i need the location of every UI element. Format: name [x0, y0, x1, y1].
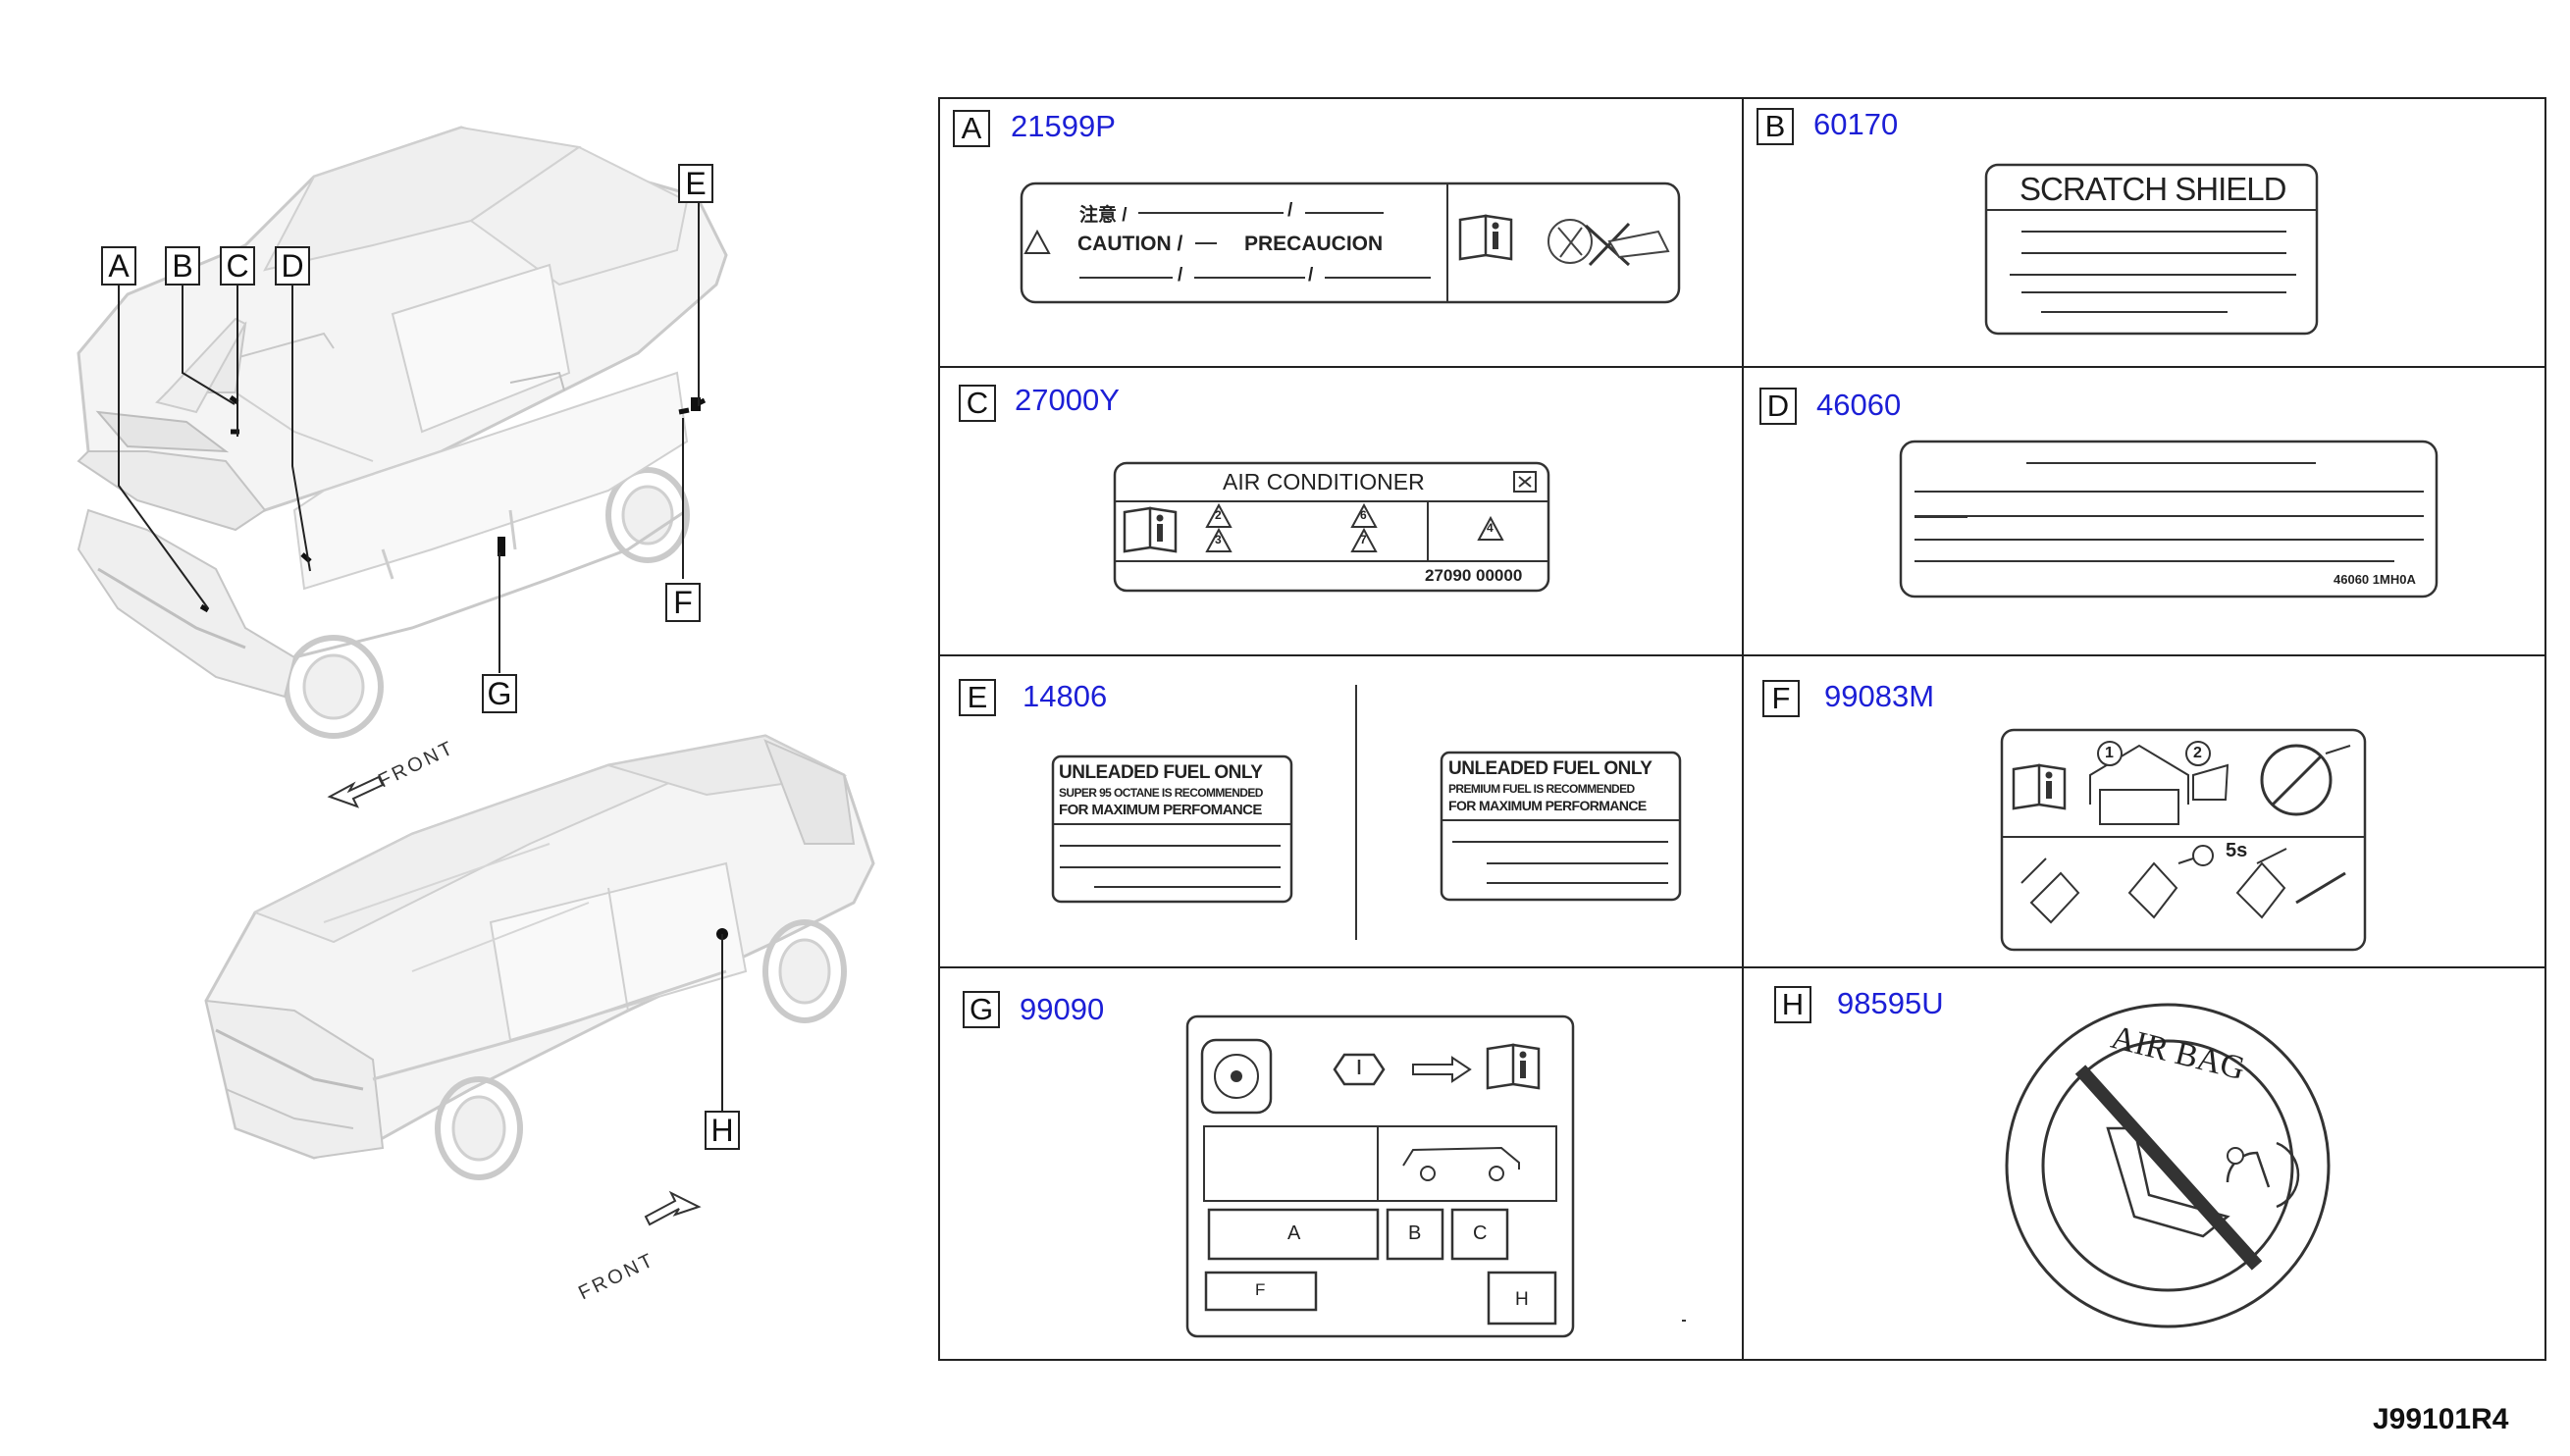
vehicle-rear-view — [204, 734, 875, 1180]
label-f-step-2: 2 — [2193, 745, 2202, 761]
label-c-title: AIR CONDITIONER — [1223, 469, 1425, 494]
label-a-text-3: CAUTION / — [1077, 233, 1183, 255]
callout-e: E — [678, 164, 713, 203]
label-c-num-7: 7 — [1360, 533, 1367, 546]
label-g-box-h: H — [1515, 1289, 1529, 1310]
label-f-step-1: 1 — [2105, 745, 2114, 761]
cell-a-part-number: 21599P — [1011, 109, 1116, 143]
callout-g: G — [482, 674, 517, 713]
label-c-num-4: 4 — [1487, 521, 1494, 535]
label-f-timer: 5s — [2226, 840, 2248, 861]
cell-a-letter: A — [953, 110, 990, 147]
label-g-box-c: C — [1473, 1222, 1488, 1244]
label-e-art — [1051, 685, 1682, 940]
cell-g-part-number: 99090 — [1020, 992, 1105, 1026]
label-c-part-code: 27090 00000 — [1425, 566, 1523, 585]
label-b-title: SCRATCH SHIELD — [2019, 171, 2286, 207]
labels-table-grid — [938, 97, 2546, 1361]
cell-b-letter: B — [1757, 108, 1794, 145]
label-e-left-line3: FOR MAXIMUM PERFOMANCE — [1059, 802, 1262, 818]
callout-c: C — [220, 246, 255, 286]
callout-f: F — [665, 583, 701, 622]
label-a-text-1: 注意 / — [1079, 205, 1128, 226]
label-c-num-2: 2 — [1215, 508, 1222, 522]
front-arrow-lower — [644, 1190, 702, 1226]
label-f-art — [2000, 728, 2367, 952]
cell-b-part-number: 60170 — [1813, 107, 1899, 141]
label-e-left-sub: SUPER 95 OCTANE IS RECOMMENDED — [1059, 786, 1263, 800]
leader-lines-front — [118, 203, 700, 673]
label-g-box-a: A — [1287, 1222, 1301, 1244]
label-e-left-title: UNLEADED FUEL ONLY — [1059, 762, 1263, 783]
label-a-text-5: / — [1178, 265, 1183, 286]
label-g-box-f: F — [1255, 1280, 1266, 1299]
label-g-box-b: B — [1408, 1222, 1422, 1244]
cell-f-letter: F — [1762, 680, 1800, 717]
cell-h-part-number: 98595U — [1837, 986, 1944, 1020]
label-e-right-title: UNLEADED FUEL ONLY — [1448, 758, 1652, 779]
cell-c-letter: C — [959, 385, 996, 422]
cell-g-letter: G — [963, 991, 1000, 1028]
label-g-art — [1185, 1014, 1686, 1338]
cell-e-letter: E — [959, 679, 996, 716]
label-b-art — [1984, 163, 2319, 336]
callout-d: D — [275, 246, 310, 286]
callout-b: B — [165, 246, 200, 286]
cell-f-part-number: 99083M — [1824, 679, 1935, 713]
label-e-right-line3: FOR MAXIMUM PERFORMANCE — [1448, 798, 1647, 813]
cell-h-letter: H — [1774, 986, 1811, 1023]
label-a-text-4: PRECAUCION — [1244, 233, 1384, 255]
diagram-code: J99101R4 — [2373, 1403, 2509, 1435]
label-c-art — [1113, 461, 1550, 593]
label-h-art — [2005, 1003, 2331, 1328]
label-a-text-2: / — [1287, 200, 1293, 221]
front-arrow-upper — [327, 775, 385, 808]
callout-a: A — [101, 246, 136, 286]
cell-c-part-number: 27000Y — [1015, 383, 1120, 417]
label-a-art — [1020, 182, 1681, 304]
label-d-art — [1899, 440, 2439, 598]
callout-h: H — [705, 1111, 740, 1150]
label-c-num-6: 6 — [1360, 508, 1367, 522]
cell-d-letter: D — [1759, 388, 1797, 425]
cell-d-part-number: 46060 — [1816, 388, 1902, 422]
label-a-text-6: / — [1308, 265, 1314, 286]
label-d-part-code: 46060 1MH0A — [2334, 572, 2416, 587]
vehicle-front-view — [77, 126, 728, 739]
label-c-num-3: 3 — [1215, 533, 1222, 546]
cell-e-part-number: 14806 — [1023, 679, 1108, 713]
label-e-right-sub: PREMIUM FUEL IS RECOMMENDED — [1448, 782, 1635, 796]
